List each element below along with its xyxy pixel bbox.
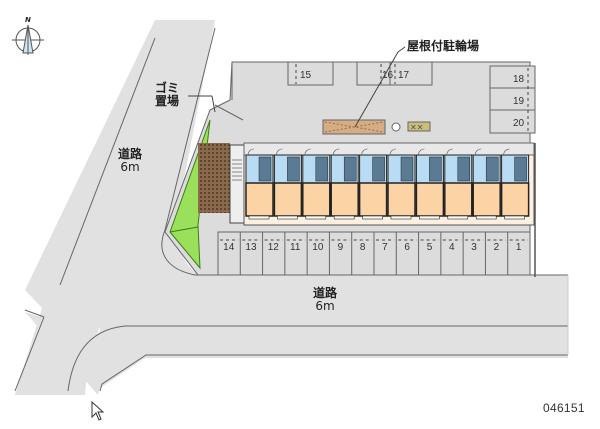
svg-text:12: 12 <box>268 242 280 253</box>
parking-space-5: 5 <box>418 232 439 275</box>
apartment-unit <box>302 148 331 220</box>
parking-label-17: 17 <box>398 70 410 81</box>
apartment-unit <box>444 148 473 220</box>
svg-text:7: 7 <box>382 242 388 253</box>
svg-text:8: 8 <box>360 242 366 253</box>
apartment-unit <box>472 148 501 220</box>
apartment-unit <box>415 148 445 220</box>
leader-line-bike <box>354 51 399 128</box>
road-edge <box>59 37 156 286</box>
svg-text:6: 6 <box>404 242 410 253</box>
parking-space-10: 10 <box>306 232 328 275</box>
parking-space-2: 2 <box>484 232 506 275</box>
parking-space-7: 7 <box>373 232 395 275</box>
svg-text:4: 4 <box>449 242 455 253</box>
svg-text:N: N <box>25 16 31 24</box>
svg-text:19: 19 <box>513 96 525 107</box>
parking-space-14: 14 <box>217 232 239 275</box>
svg-text:15: 15 <box>300 70 312 81</box>
image-id: 046151 <box>543 401 585 415</box>
parking-label-16: 16 <box>382 70 394 81</box>
parking-space-6: 6 <box>395 232 417 275</box>
svg-text:5: 5 <box>427 242 433 253</box>
apartment-unit <box>500 148 530 220</box>
road-left <box>15 20 540 395</box>
apartment-unit <box>330 148 359 220</box>
parking-space-12: 12 <box>262 232 283 275</box>
parking-space-3: 3 <box>462 232 484 275</box>
svg-text:18: 18 <box>513 74 525 85</box>
parking-space-9: 9 <box>328 232 350 275</box>
parking-space-4: 4 <box>440 232 462 275</box>
parking-spaces-bottom: 14 13 12 11 10 9 8 7 6 5 4 3 2 1 <box>217 231 531 276</box>
compass-north-icon: N <box>12 16 44 55</box>
parking-space-1: 1 <box>507 232 528 275</box>
road-left-label: 道路 6m <box>118 147 143 174</box>
parking-space-8: 8 <box>351 232 372 275</box>
apartment-units <box>245 148 530 220</box>
apartment-unit <box>358 148 388 220</box>
svg-text:2: 2 <box>494 242 500 253</box>
bicycle-parking-label: 屋根付駐輪場 <box>407 39 480 53</box>
svg-text:10: 10 <box>312 242 324 253</box>
apartment-unit <box>387 148 416 220</box>
parking-space-13: 13 <box>239 232 261 275</box>
svg-text:1: 1 <box>516 242 522 253</box>
mouse-cursor-icon <box>91 401 105 421</box>
garbage-area-label: ゴミ 置場 <box>155 81 180 108</box>
svg-text:13: 13 <box>245 242 257 253</box>
parking-space-16-17 <box>356 61 433 86</box>
bicycle-shelter: ✕✕ <box>322 119 431 135</box>
parking-space-15: 15 <box>287 61 334 86</box>
svg-text:9: 9 <box>338 242 344 253</box>
apartment-unit <box>245 148 274 220</box>
parking-spaces-right: 18 19 20 <box>489 65 536 134</box>
svg-text:3: 3 <box>471 242 477 253</box>
svg-text:✕✕: ✕✕ <box>410 123 423 132</box>
svg-text:20: 20 <box>513 118 525 129</box>
apartment-unit <box>273 148 303 220</box>
parking-space-11: 11 <box>284 232 306 275</box>
svg-text:14: 14 <box>223 242 235 253</box>
svg-text:11: 11 <box>290 242 301 253</box>
road-bottom-label: 道路 6m <box>313 286 338 313</box>
